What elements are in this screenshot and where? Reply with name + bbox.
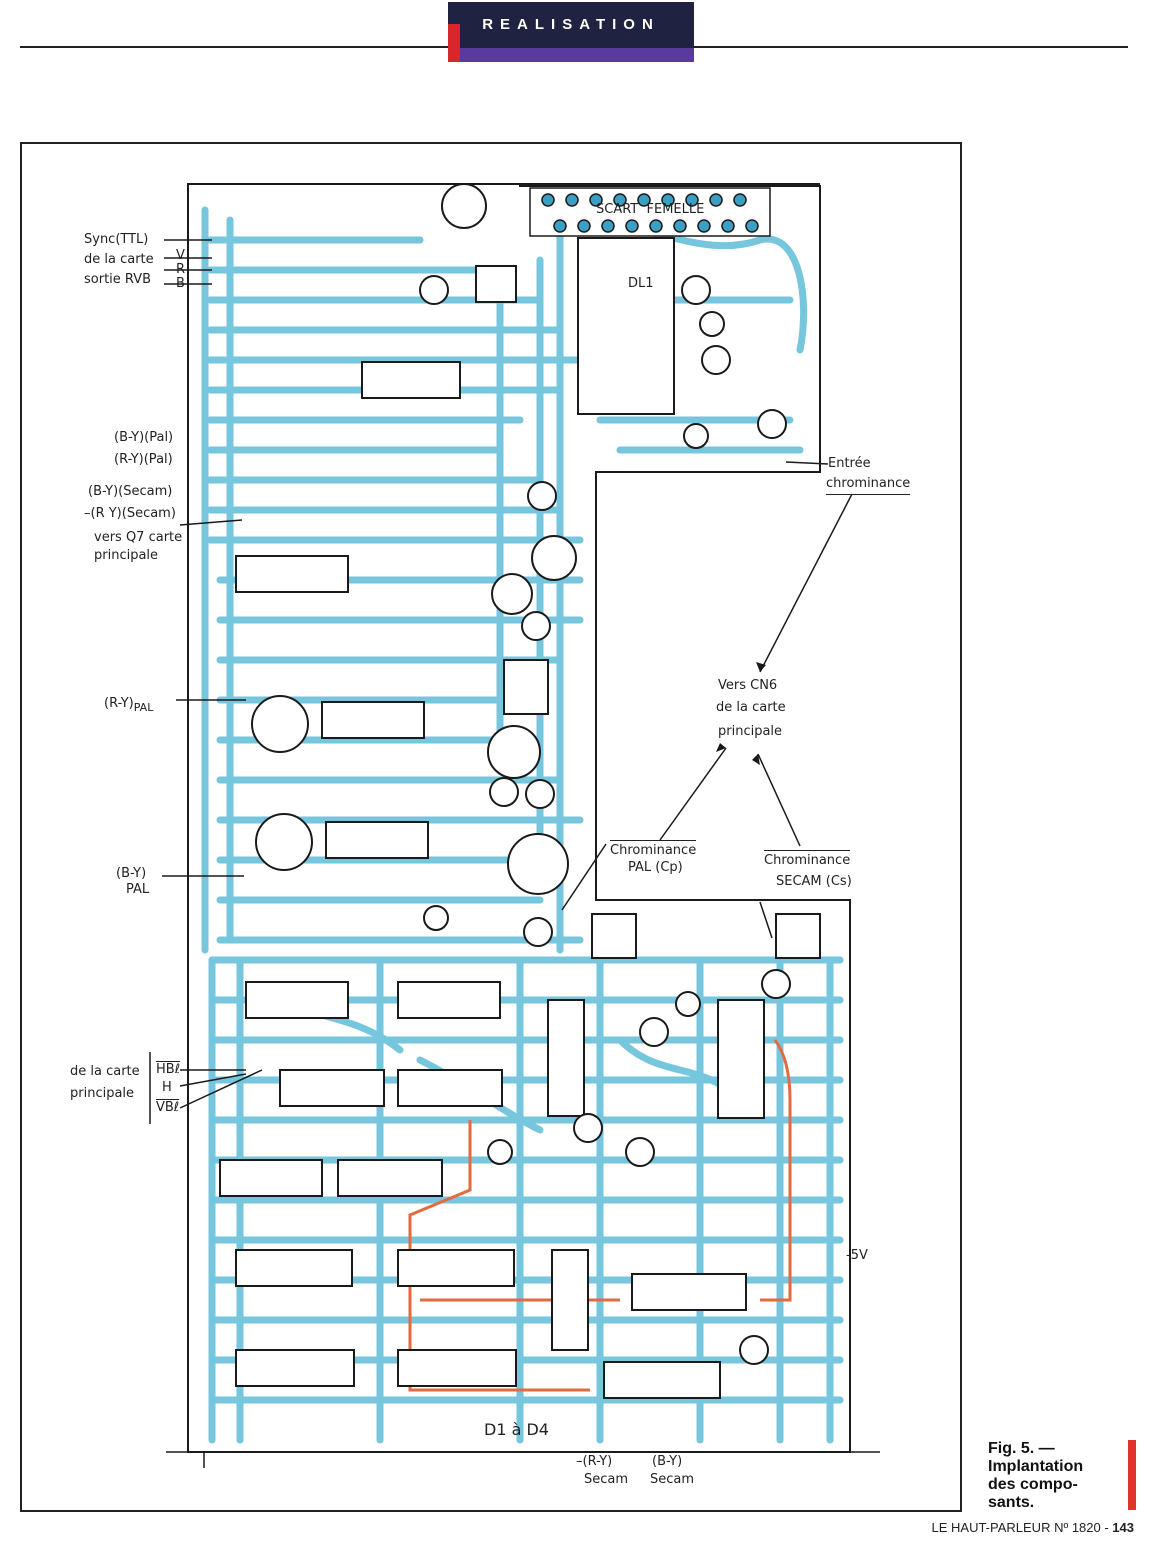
trace-field [201,196,844,1444]
entree-label-1: Entrée [828,456,871,471]
figure-frame [20,142,962,1512]
secam-ry-1: –(R-Y) [576,1454,613,1469]
rgb-b-label: B [176,276,185,291]
secam-by-2: Secam [650,1472,695,1487]
carte-principale-1: de la carte [70,1064,140,1079]
header-red-accent [448,24,460,62]
chroma-secam-1: Chrominance [764,850,851,871]
cn6-label-2: de la carte [716,700,786,715]
q7-label-1: vers Q7 carte [94,530,183,545]
header-rule-right [694,46,1128,48]
ic-packages [219,237,765,1399]
secam-ry-2: Secam [584,1472,629,1487]
pin-hbl: HBℓ [156,1062,181,1077]
chroma-pal-2: PAL (Cp) [628,860,683,875]
carte-principale-2: principale [70,1086,135,1101]
sync-rvb-label: sortie RVB [84,272,152,287]
minus-5v-label: -5V [846,1248,868,1263]
cn6-label-3: principale [718,724,783,739]
pin-h: H [162,1080,172,1095]
footer-text: LE HAUT-PARLEUR Nº 1820 - [931,1520,1113,1535]
ry-secam-label: –(R Y)(Secam) [84,506,176,521]
section-tab: REALISATION [448,2,694,48]
page-number: 143 [1112,1520,1134,1535]
component-dl1: DL1 [628,276,654,291]
coils [591,913,821,959]
page-footer: LE HAUT-PARLEUR Nº 1820 - 143 [932,1520,1135,1535]
header-purple-accent [460,48,694,62]
scart-label: SCART FEMELLE [596,202,705,217]
diodes-label: D1 à D4 [484,1420,549,1439]
ry-pal-main: (R-Y)PAL [104,694,153,718]
by-pal-sub: PAL [126,882,150,897]
entree-label-2: chrominance [826,474,911,495]
sync-carte-label: de la carte [84,252,154,267]
q7-label-2: principale [94,548,159,563]
chroma-secam-2: SECAM (Cs) [776,874,852,889]
sync-ttl-label: Sync(TTL) [84,232,149,247]
ry-pal-main-text: (R-Y) [104,696,134,711]
figure-caption: Fig. 5. — Implantation des compo- sants. [988,1440,1118,1512]
scart-connector [529,187,771,237]
cn6-label-1: Vers CN6 [718,678,778,693]
leader-lines [149,239,880,1468]
secam-by-1: (B-Y) [652,1454,683,1469]
round-components [251,183,791,1365]
arrow-heads [716,662,766,765]
rgb-v-label: V [176,248,185,263]
ry-pal-label: (R-Y)(Pal) [114,452,173,467]
by-secam-label: (B-Y)(Secam) [88,484,173,499]
caption-line-1: Fig. 5. — [988,1440,1055,1457]
by-pal-main: (B-Y) [116,866,147,881]
chroma-pal-1: Chrominance [610,840,697,861]
by-pal-label: (B-Y)(Pal) [114,430,174,445]
caption-line-3: des compo- [988,1476,1078,1493]
caption-line-4: sants. [988,1494,1035,1511]
rgb-r-label: R [176,262,186,277]
header-rule-left [20,46,448,48]
caption-accent-bar [1128,1440,1136,1510]
ry-pal-main-sub: PAL [133,701,154,714]
pin-vbl: VBℓ [156,1100,180,1115]
caption-line-2: Implantation [988,1458,1084,1475]
